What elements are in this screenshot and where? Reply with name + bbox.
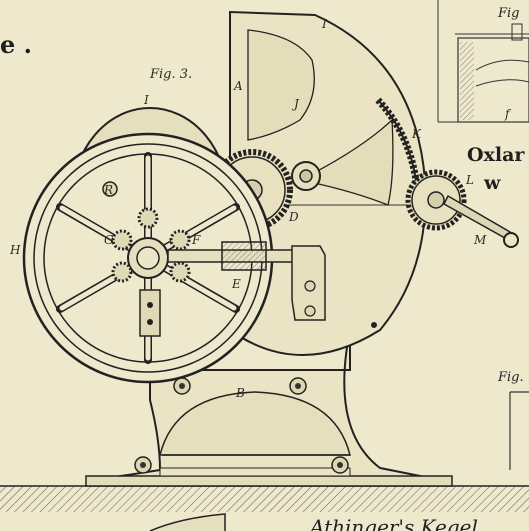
inset-detail-top-right: f [437, 0, 529, 123]
label-E: E [231, 277, 241, 291]
base-pedestal [85, 329, 453, 487]
worm-shaft-e [167, 241, 326, 321]
inset-detail-mid-right [509, 391, 529, 470]
figure-caption: Fig. 3. [149, 67, 192, 82]
label-I-wheel: I [143, 93, 149, 107]
drum-housing [229, 10, 427, 356]
label-M: M [473, 233, 487, 247]
label-f: f [504, 107, 512, 121]
heading-fragment-top-left: e . [0, 30, 32, 59]
right-heading-line1: Oxlar [467, 144, 525, 166]
label-F: F [191, 233, 201, 247]
fig-label-mid-right: Fig. [498, 370, 524, 385]
right-heading-line2: w [484, 172, 501, 194]
label-G: G [104, 233, 114, 247]
drum-hub [291, 161, 321, 191]
label-B: B [235, 386, 245, 400]
fig-label-top-right: Fig [498, 6, 520, 21]
label-A: A [233, 79, 243, 93]
label-I-top: I [321, 17, 327, 31]
label-D: D [288, 210, 299, 224]
inner-gears [102, 181, 191, 337]
label-K: K [411, 127, 422, 141]
label-L: L [465, 173, 474, 187]
label-R: R [103, 183, 113, 197]
label-J: J [291, 97, 300, 111]
crank-gear-l [405, 169, 519, 248]
ground-hatching [0, 485, 529, 512]
label-H: H [9, 243, 21, 257]
bottom-heading-fragment: Athinger's Kegel [310, 515, 478, 531]
